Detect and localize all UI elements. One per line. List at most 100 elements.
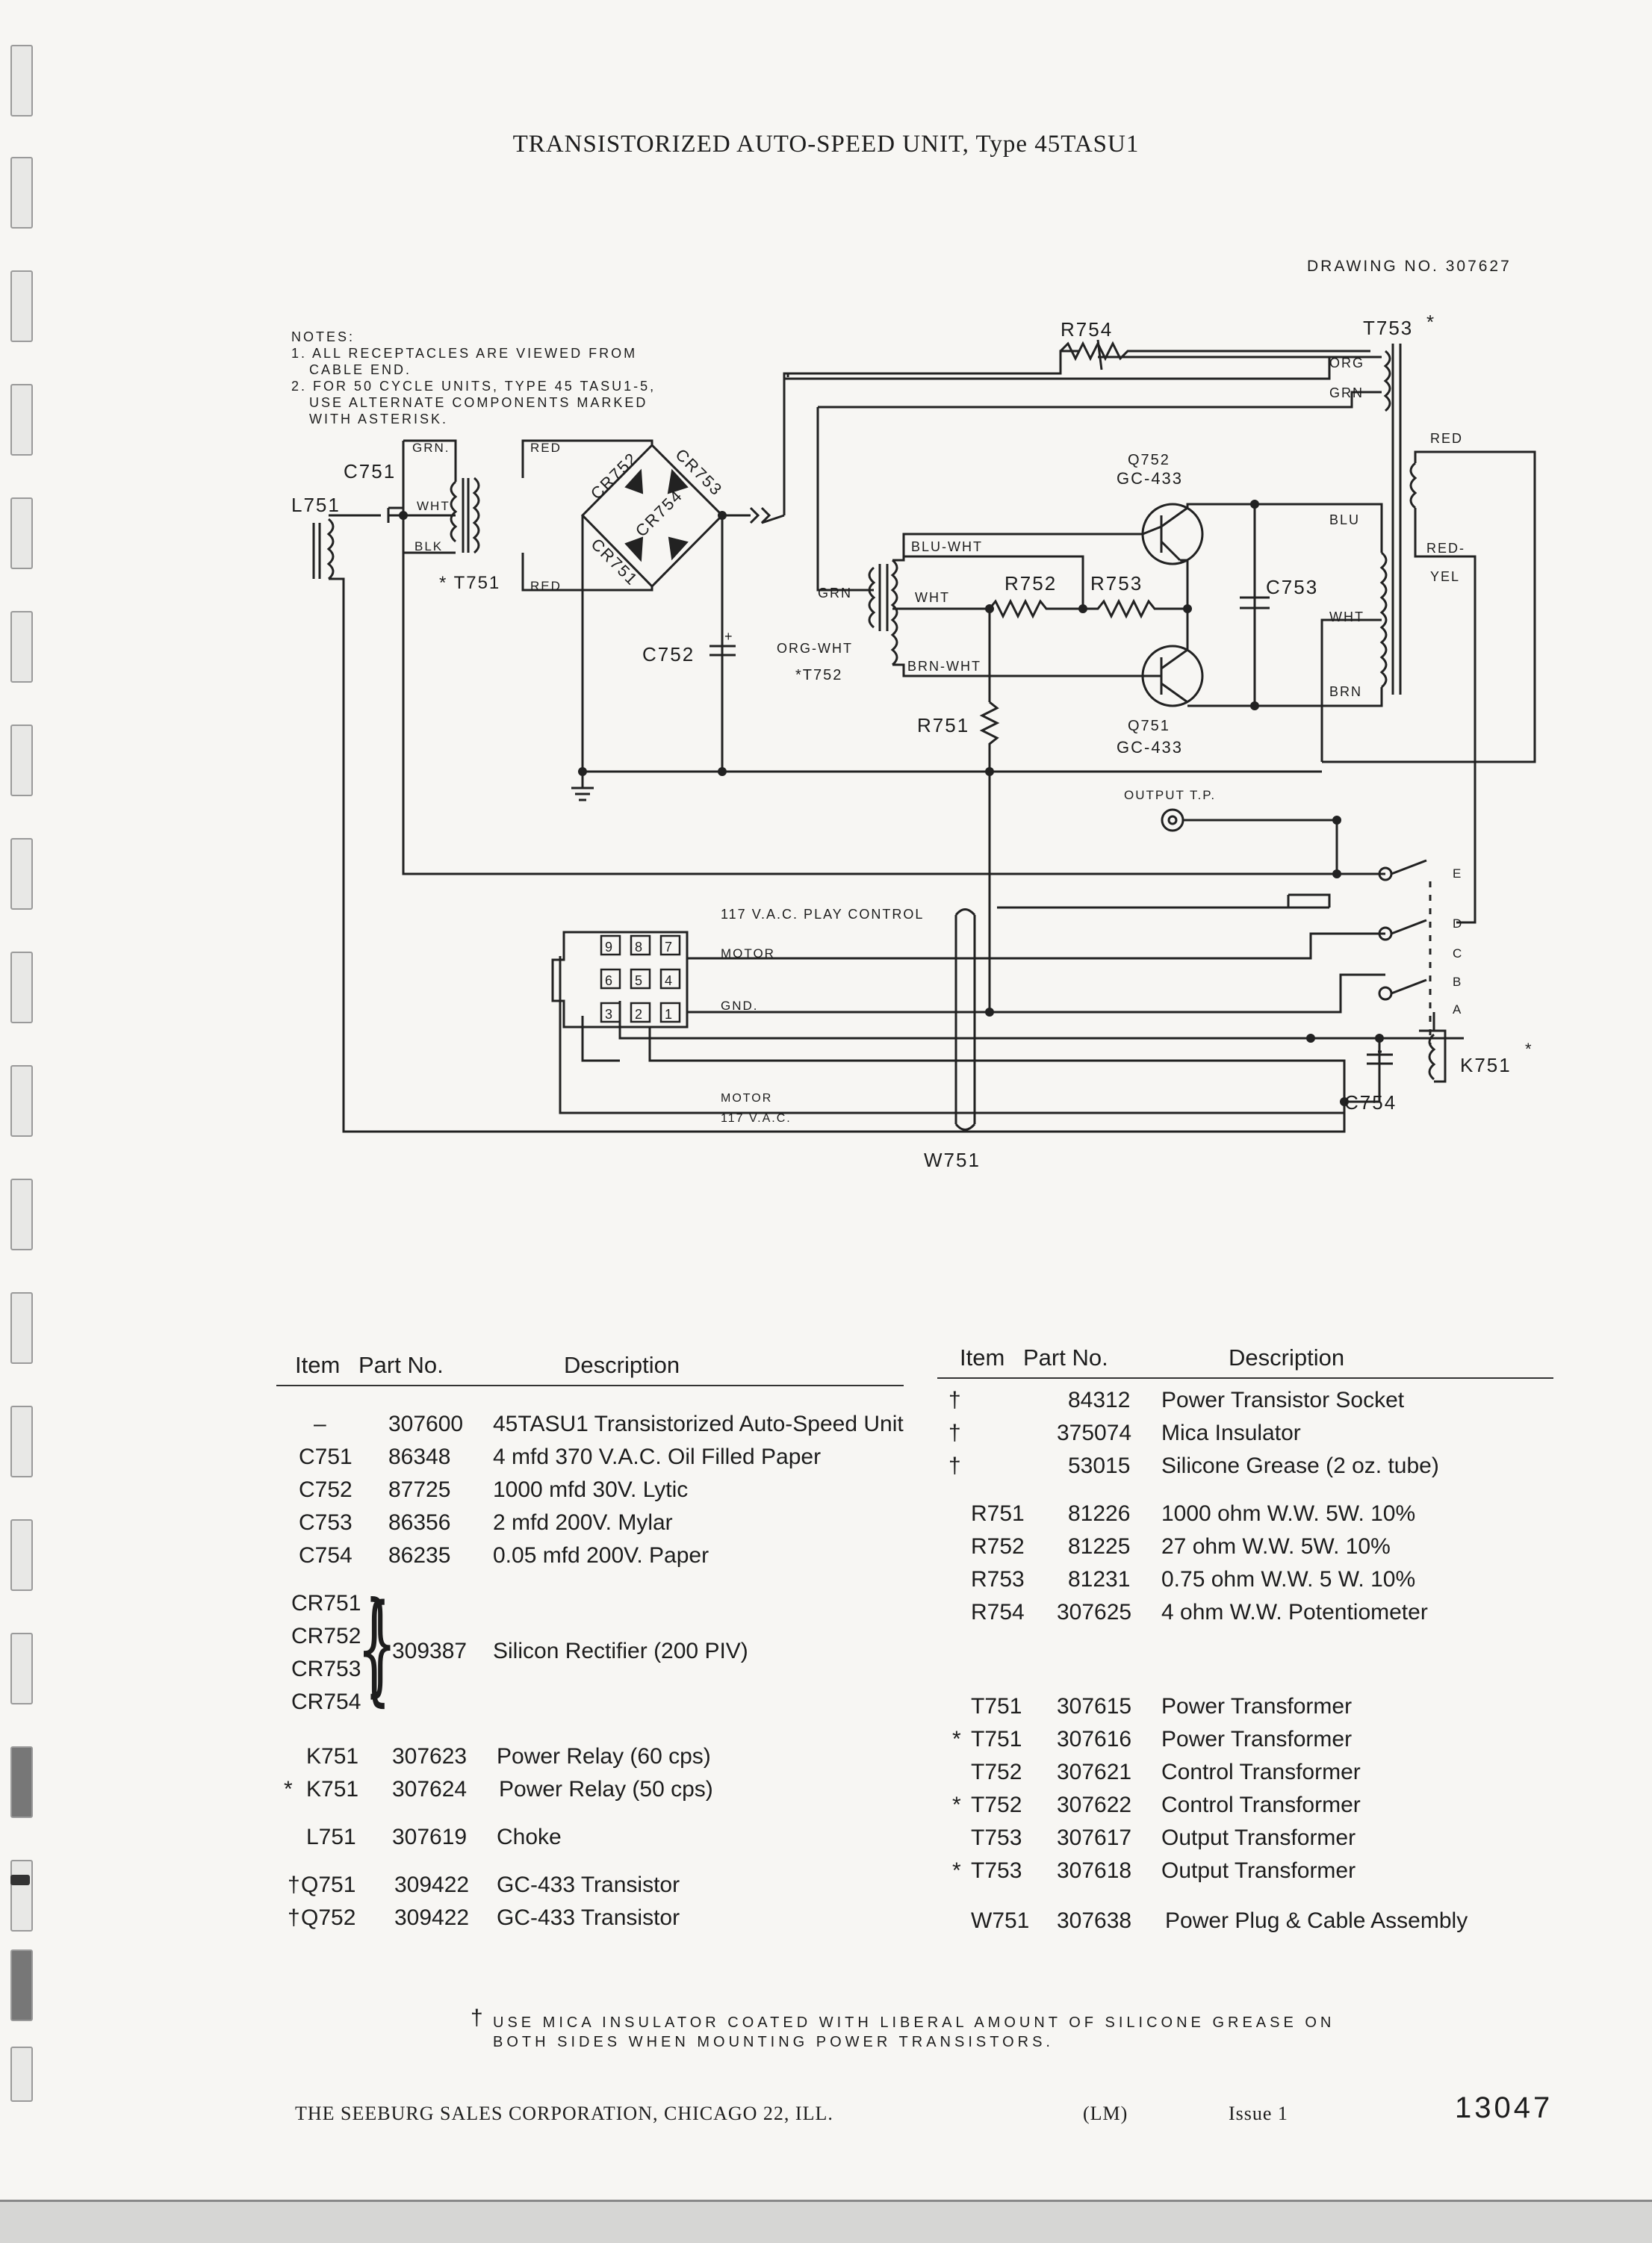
label-wht-t753: WHT (1329, 609, 1364, 624)
item-cell: C752 (299, 1477, 353, 1502)
part-cell: 81231 (1068, 1567, 1131, 1592)
junction-dot (1306, 1034, 1315, 1043)
cable-w751-ends (954, 908, 976, 1131)
binder-hole (10, 497, 33, 569)
item-cell: T752 (971, 1793, 1022, 1817)
page-number: 13047 (1455, 2091, 1553, 2124)
binder-hole (10, 1949, 33, 2021)
transformer-t753-primary (1379, 350, 1391, 689)
desc-cell: Control Transformer (1161, 1760, 1361, 1784)
label-t753: T753 (1363, 317, 1413, 339)
notes-line: WITH ASTERISK. (291, 412, 449, 426)
label-pin-5: 5 (635, 973, 644, 988)
wire-pin6 (581, 1016, 620, 1062)
wire-motor (687, 932, 1385, 960)
wire-red-yel (1414, 508, 1476, 924)
desc-cell: 4 ohm W.W. Potentiometer (1161, 1600, 1428, 1625)
mark-cell: * (284, 1777, 293, 1802)
wire-emitters (1180, 559, 1189, 650)
plug-outline (551, 931, 689, 1029)
label-c753: C753 (1266, 576, 1318, 598)
notes-line: 2. FOR 50 CYCLE UNITS, TYPE 45 TASU1-5, (291, 379, 656, 394)
part-cell: 81225 (1068, 1534, 1131, 1559)
col-header-description: Description (564, 1352, 680, 1378)
footnote-line: BOTH SIDES WHEN MOUNTING POWER TRANSISTO… (493, 2034, 1054, 2050)
wire-dc-out (722, 506, 785, 524)
part-cell: 307618 (1057, 1858, 1132, 1883)
part-cell: 307621 (1057, 1760, 1132, 1784)
part-cell: 86235 (388, 1543, 451, 1568)
desc-cell: Silicone Grease (2 oz. tube) (1161, 1454, 1439, 1478)
wire-blk (402, 553, 1385, 875)
junction-dot (1332, 816, 1341, 825)
junction-dot (718, 511, 727, 520)
ground-symbol (571, 772, 594, 801)
resistor-r754 (1059, 341, 1370, 362)
item-cell: T751 (971, 1694, 1022, 1719)
desc-cell: Power Transformer (1161, 1727, 1353, 1752)
mark-cell: † (948, 1388, 961, 1412)
desc-cell: Power Plug & Cable Assembly (1165, 1908, 1468, 1933)
junction-dot (718, 767, 727, 776)
label-q751-type: GC-433 (1117, 738, 1183, 757)
transformer-t753-secondary (1409, 462, 1417, 509)
wire-relay-coil (1419, 1012, 1447, 1083)
label-pin-8: 8 (635, 940, 644, 955)
label-org-wht: ORG-WHT (777, 641, 853, 656)
wire-brn-wht (892, 663, 1143, 677)
r754-wiper (1096, 339, 1103, 370)
wire-collectors (1186, 503, 1256, 707)
desc-cell: Power Transformer (1161, 1694, 1353, 1719)
desc-cell: 0.05 mfd 200V. Paper (493, 1543, 709, 1568)
page-edge (0, 2200, 1652, 2243)
label-switch-c: C (1453, 946, 1463, 961)
label-l751: L751 (291, 494, 341, 516)
binder-hole-mark (10, 1875, 30, 1885)
footnote: † USE MICA INSULATOR COATED WITH LIBERAL… (471, 2007, 1335, 2052)
document-title: TRANSISTORIZED AUTO-SPEED UNIT, Type 45T… (512, 131, 1140, 158)
binder-hole (10, 611, 33, 683)
plug-pin-4 (659, 968, 681, 990)
label-q751: Q751 (1128, 718, 1170, 734)
item-cell: C751 (299, 1445, 353, 1469)
label-red: RED (1430, 431, 1463, 446)
binder-hole (10, 1406, 33, 1477)
binder-hole (10, 725, 33, 796)
relay-coil-k751 (1428, 1033, 1436, 1081)
item-cell: R753 (971, 1567, 1025, 1592)
item-cell: L751 (306, 1825, 356, 1849)
wire-gnd (687, 973, 1385, 1014)
mark-cell: † (948, 1421, 961, 1445)
item-cell: Q752 (301, 1905, 356, 1930)
label-red-yel-1: RED- (1426, 541, 1465, 556)
junction-dot (1078, 604, 1087, 613)
footnote-dagger: † (471, 2005, 483, 2030)
transformer-t753-core (1391, 344, 1402, 695)
label-switch-b: B (1453, 975, 1462, 989)
schematic-notes: NOTES: 1. ALL RECEPTACLES ARE VIEWED FRO… (291, 329, 656, 427)
junction-dot (578, 767, 587, 776)
relay-contact-b (1378, 986, 1393, 1001)
label-t751: * T751 (439, 573, 500, 593)
label-pin-9: 9 (605, 940, 614, 955)
part-cell: 307622 (1057, 1793, 1132, 1817)
transistor-q751-body (1143, 648, 1188, 704)
junction-dot (1332, 869, 1341, 878)
resistor-r752 (892, 598, 1083, 619)
label-cr754: CR754 (632, 485, 686, 540)
binder-hole (10, 157, 33, 229)
wire-pin2 (648, 1027, 1346, 1102)
label-switch-a: A (1453, 1002, 1462, 1017)
plug-pin-3 (600, 1002, 621, 1023)
mark-cell: † (288, 1873, 300, 1897)
label-q752: Q752 (1128, 452, 1170, 468)
label-pin-1: 1 (665, 1007, 674, 1022)
binder-hole (10, 384, 33, 456)
junction-dot (985, 1008, 994, 1017)
binder-hole (10, 1746, 33, 1818)
part-cell: 307617 (1057, 1825, 1132, 1850)
part-cell: 375074 (1057, 1421, 1132, 1445)
label-r754: R754 (1061, 318, 1113, 341)
item-cell: T753 (971, 1825, 1022, 1850)
part-cell: 309422 (394, 1905, 470, 1930)
